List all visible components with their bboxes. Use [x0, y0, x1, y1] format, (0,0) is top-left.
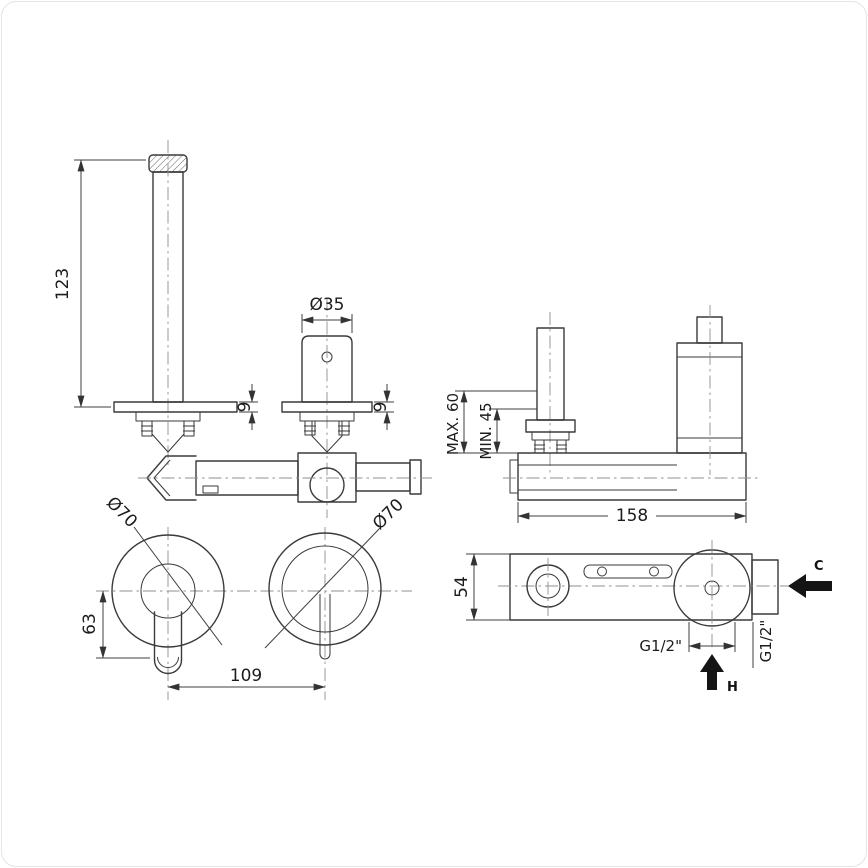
dim-centers-distance-label: 109: [230, 666, 262, 686]
hot-marker-label: H: [727, 680, 738, 695]
dim-thread-side-label: G1/2": [757, 620, 775, 663]
dim-handle-diameter-label: Ø35: [309, 295, 344, 315]
valve-seat-circle: [309, 467, 345, 503]
hot-inlet-arrow: [700, 654, 724, 690]
lever-bottom-view: [319, 594, 331, 660]
mixer-body-front: [138, 452, 432, 503]
spout-bottom-view: [153, 611, 183, 675]
cartridge-stem: [696, 316, 723, 344]
dim-wall-depth-max-label: MAX. 60: [444, 393, 462, 455]
mount-bracket-side: [531, 431, 570, 441]
rosette-spout-circle: [111, 534, 225, 648]
spout-union: [151, 420, 185, 453]
dim-spout-height-label: 123: [53, 268, 73, 300]
mixer-body-side: [503, 452, 758, 501]
fixing-hole: [597, 566, 607, 577]
side-view: MAX. 60 MIN. 45 158: [444, 305, 758, 526]
mount-screw: [304, 420, 316, 436]
cartridge-side: [676, 305, 743, 475]
fixing-hole: [649, 566, 659, 577]
cold-inlet-arrow: [788, 574, 832, 598]
dim-body-length-label: 158: [616, 506, 648, 526]
front-view: 123 9 Ø35 9: [53, 140, 432, 518]
dim-plate-thickness-spout-label: 9: [235, 402, 255, 413]
mount-screw: [338, 420, 350, 436]
side-plan-view: 54 G1/2" H C G1/2": [452, 540, 832, 695]
handle-front: [301, 335, 353, 403]
dia70-spout-leader: [133, 526, 223, 646]
fixing-bracket: [583, 564, 673, 579]
dim-thread-bottom-label: G1/2": [639, 637, 682, 655]
spout-port-inner-circle: [535, 573, 561, 599]
cold-marker-label: C: [814, 559, 824, 574]
dim-body-height-label: 54: [452, 576, 472, 598]
spout-flange-circle: [140, 563, 196, 619]
dim-spout-projection-label: 63: [80, 613, 100, 635]
side-outlet-flange: [751, 559, 779, 615]
rosette-handle-circle: [268, 532, 382, 646]
handle-base-circle: [281, 545, 369, 633]
dia70-handle-leader: [264, 527, 381, 649]
dim-plate-thickness-handle-label: 9: [371, 402, 391, 413]
valve-union: [311, 420, 343, 453]
dim-wall-depth-min-label: MIN. 45: [477, 402, 495, 459]
